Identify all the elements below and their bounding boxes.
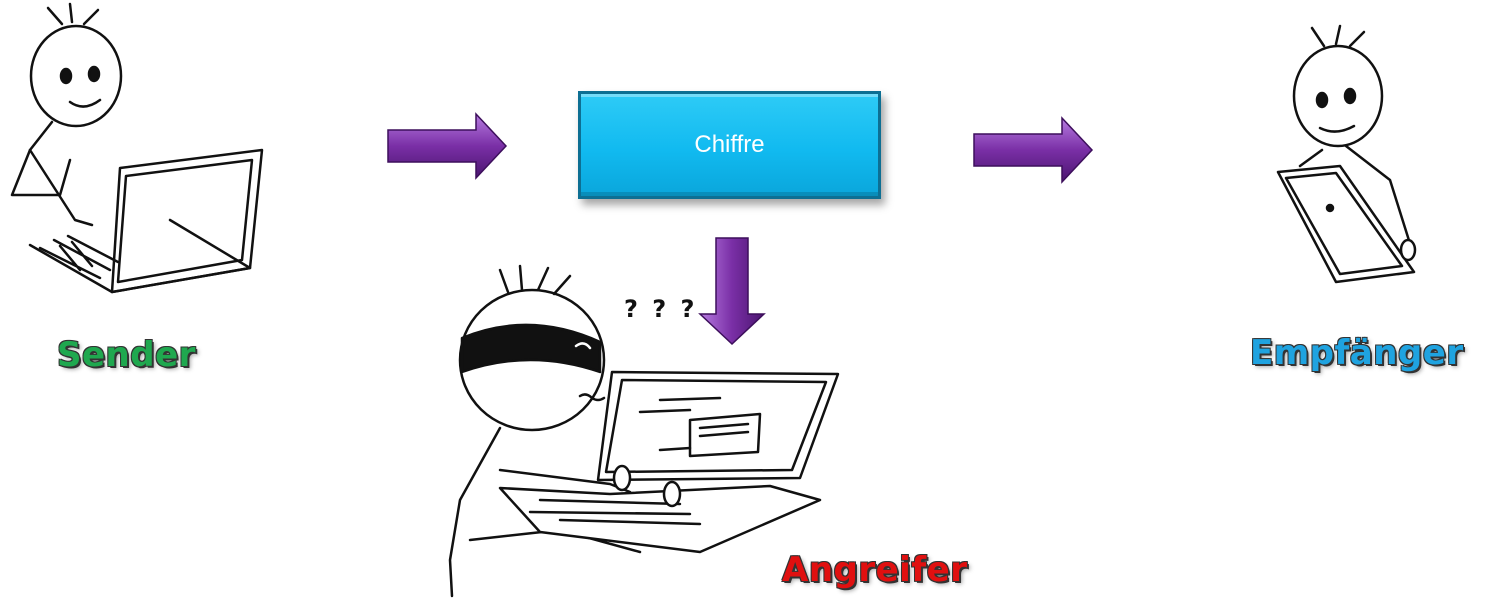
- cipher-label: Chiffre: [694, 131, 765, 158]
- receiver-label: Empfänger: [1250, 333, 1464, 373]
- sender-figure-icon: [10, 2, 264, 294]
- cipher-box: Chiffre: [578, 91, 881, 199]
- arrow-cipher-to-receiver-icon: [973, 116, 1094, 184]
- attacker-thought-text: ? ? ?: [624, 295, 698, 323]
- attacker-figure-icon: [448, 264, 840, 598]
- sender-label: Sender: [57, 335, 196, 375]
- attacker-label: Angreifer: [782, 550, 968, 590]
- receiver-figure-icon: [1276, 24, 1417, 284]
- arrow-cipher-to-attacker-icon: [698, 237, 766, 346]
- arrow-sender-to-cipher-icon: [387, 112, 508, 180]
